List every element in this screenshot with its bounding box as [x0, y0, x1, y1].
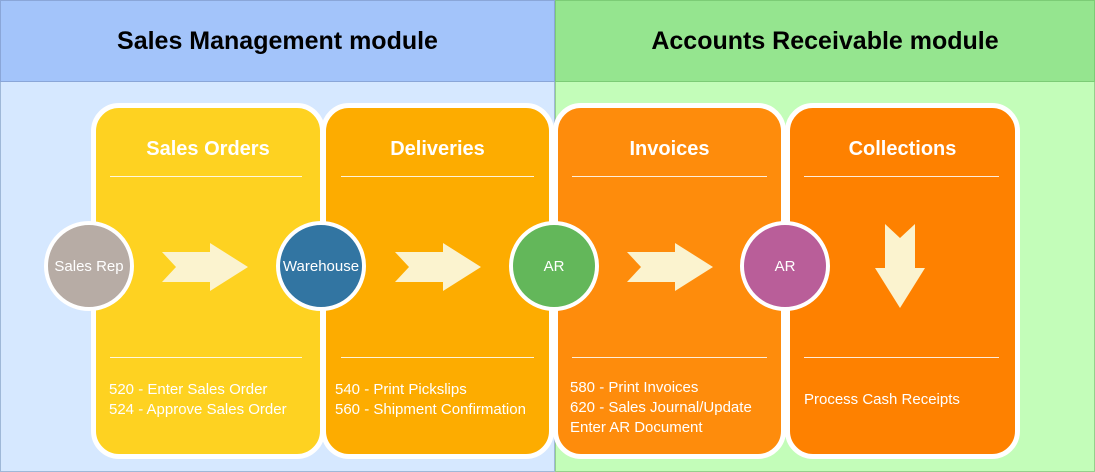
- role-label: Sales Rep: [54, 257, 124, 275]
- right-arrow-icon: [162, 243, 248, 291]
- divider: [341, 357, 534, 358]
- right-arrow-icon: [395, 243, 481, 291]
- role-circle-ar-invoicing: AR: [509, 221, 599, 311]
- down-arrow-icon: [875, 224, 925, 308]
- role-circle-sales-rep: Sales Rep: [44, 221, 134, 311]
- stage-title: Sales Orders: [146, 138, 270, 160]
- step-item: 580 - Print Invoices: [570, 379, 699, 396]
- step-list: 540 - Print Pickslips 560 - Shipment Con…: [335, 380, 526, 420]
- role-circle-warehouse: Warehouse: [276, 221, 366, 311]
- divider: [572, 176, 767, 177]
- step-list: Process Cash Receipts: [804, 390, 960, 410]
- sales-module-title: Sales Management module: [117, 26, 438, 55]
- step-item: 520 - Enter Sales Order: [109, 381, 268, 398]
- step-list: 520 - Enter Sales Order 524 - Approve Sa…: [109, 380, 287, 420]
- role-label: AR: [543, 257, 565, 275]
- step-item: 560 - Shipment Confirmation: [335, 401, 526, 418]
- ar-module-header-bg: [555, 0, 1095, 82]
- stage-title: Deliveries: [390, 138, 485, 160]
- divider: [341, 176, 534, 177]
- ar-module-title: Accounts Receivable module: [651, 26, 999, 55]
- step-list: 580 - Print Invoices 620 - Sales Journal…: [570, 378, 752, 438]
- step-item: Process Cash Receipts: [804, 391, 960, 408]
- divider: [572, 357, 767, 358]
- divider: [110, 357, 302, 358]
- role-circle-ar-collections: AR: [740, 221, 830, 311]
- step-item: 524 - Approve Sales Order: [109, 401, 287, 418]
- step-item: 620 - Sales Journal/Update: [570, 399, 752, 416]
- stage-title: Invoices: [629, 138, 710, 160]
- role-label: Warehouse: [282, 257, 360, 275]
- role-label: AR: [774, 257, 796, 275]
- stage-title: Collections: [848, 138, 957, 160]
- divider: [804, 357, 999, 358]
- sales-module-header-bg: [0, 0, 555, 82]
- divider: [804, 176, 999, 177]
- right-arrow-icon: [627, 243, 713, 291]
- step-item: 540 - Print Pickslips: [335, 381, 467, 398]
- step-item: Enter AR Document: [570, 419, 703, 436]
- divider: [110, 176, 302, 177]
